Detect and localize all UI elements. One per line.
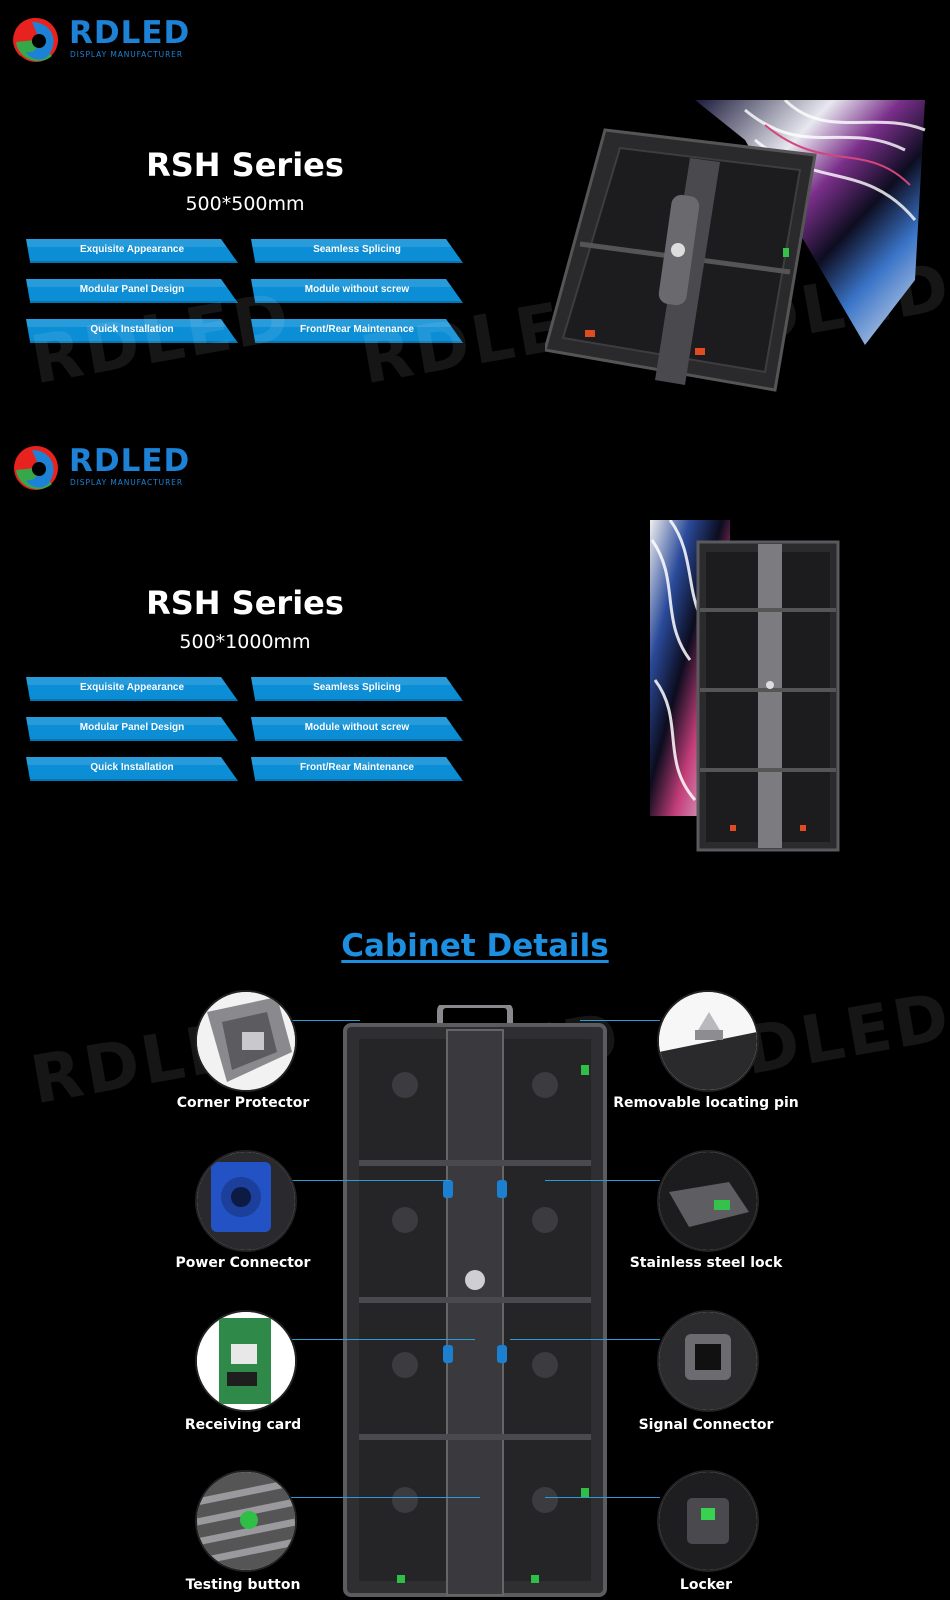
feature-banner: Seamless Splicing <box>251 239 463 263</box>
series-size: 500*1000mm <box>179 631 311 653</box>
brand-logo: RDLED DISPLAY MANUFACTURER <box>12 440 202 496</box>
power-connector-image <box>195 1150 297 1252</box>
detail-label: Removable locating pin <box>613 1095 799 1111</box>
brand-tagline: DISPLAY MANUFACTURER <box>70 50 183 59</box>
detail-label: Testing button <box>185 1577 301 1593</box>
cabinet-500x1000-image <box>650 520 840 852</box>
feature-banner: Exquisite Appearance <box>26 239 238 263</box>
brand-name: RDLED <box>69 443 191 479</box>
testing-button-image <box>195 1470 297 1572</box>
series-title: RSH Series <box>146 146 344 184</box>
detail-label: Locker <box>679 1577 733 1593</box>
cabinet-back-view-image <box>343 1005 607 1597</box>
leader-line <box>580 1020 660 1021</box>
receiving-card-image <box>195 1310 297 1412</box>
locating-pin-image <box>657 990 759 1092</box>
logo-mark-icon <box>13 17 58 62</box>
feature-banner: Front/Rear Maintenance <box>251 319 463 343</box>
series-size: 500*500mm <box>185 193 305 215</box>
detail-label: Stainless steel lock <box>629 1255 783 1271</box>
brand-tagline: DISPLAY MANUFACTURER <box>70 478 183 487</box>
feature-banner: Modular Panel Design <box>26 279 238 303</box>
cabinet-500x500-image <box>545 100 926 392</box>
feature-banner: Module without screw <box>251 279 463 303</box>
leader-line <box>545 1180 660 1181</box>
steel-lock-image <box>657 1150 759 1252</box>
corner-protector-image <box>195 990 297 1092</box>
detail-label: Receiving card <box>184 1417 302 1433</box>
leader-line <box>290 1180 450 1181</box>
feature-banner: Module without screw <box>251 717 463 741</box>
brand-name: RDLED <box>69 15 191 51</box>
series-title: RSH Series <box>146 584 344 622</box>
leader-line <box>545 1497 660 1498</box>
leader-line <box>290 1339 475 1340</box>
feature-banner: Quick Installation <box>26 319 238 343</box>
leader-line <box>290 1497 480 1498</box>
feature-banner: Quick Installation <box>26 757 238 781</box>
leader-line <box>510 1339 660 1340</box>
detail-label: Power Connector <box>175 1255 311 1271</box>
cabinet-details-title: Cabinet Details <box>341 928 609 964</box>
signal-connector-image <box>657 1310 759 1412</box>
feature-banner: Exquisite Appearance <box>26 677 238 701</box>
feature-banner: Modular Panel Design <box>26 717 238 741</box>
logo-mark-icon <box>14 446 58 490</box>
leader-line <box>290 1020 360 1021</box>
detail-label: Corner Protector <box>176 1095 310 1111</box>
feature-banner: Seamless Splicing <box>251 677 463 701</box>
brand-logo: RDLED DISPLAY MANUFACTURER <box>12 12 202 68</box>
locker-image <box>657 1470 759 1572</box>
feature-banner: Front/Rear Maintenance <box>251 757 463 781</box>
detail-label: Signal Connector <box>638 1417 774 1433</box>
